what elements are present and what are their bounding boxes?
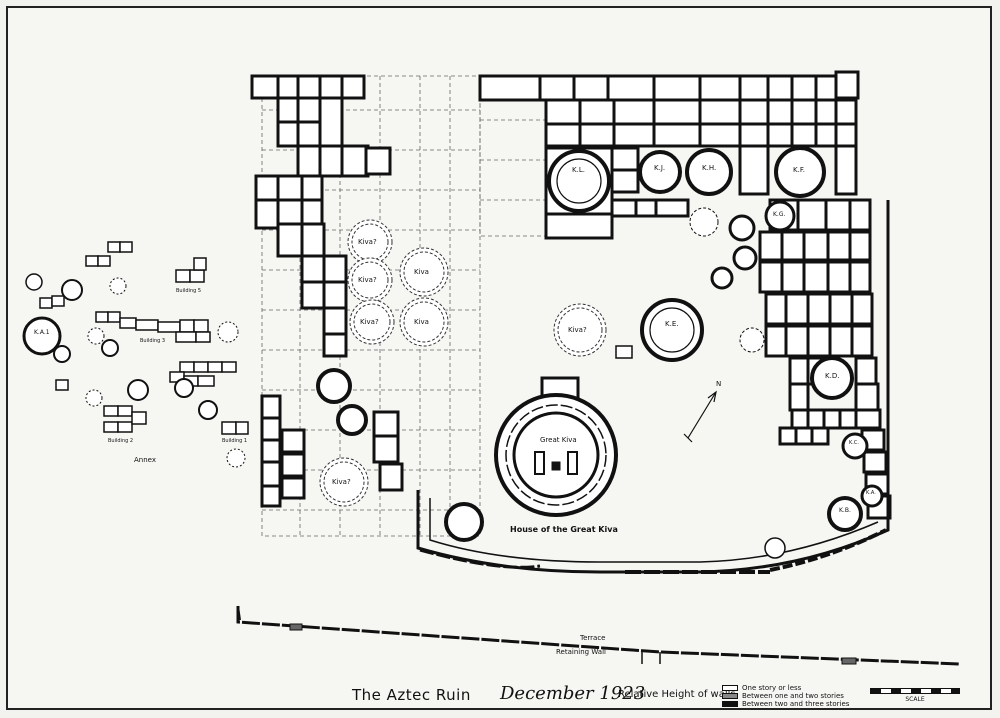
unexcavated-kivas	[319, 219, 607, 507]
label-kiva-2: Kiva	[414, 318, 429, 326]
annex-buildings	[39, 241, 249, 435]
legend-item-three-stories: Between two and three stories	[722, 700, 849, 708]
label-kiva-q-2: Kiva?	[358, 276, 377, 284]
annex-kivas	[22, 273, 246, 468]
label-building-3: Building 3	[140, 338, 165, 344]
kiva-kh	[685, 148, 733, 196]
label-kiva-ka: K.A.	[866, 490, 876, 496]
kiva-kg	[764, 200, 796, 232]
north-arrow	[683, 390, 717, 443]
label-house-of-great-kiva: House of the Great Kiva	[510, 525, 618, 534]
label-kiva-kl: K.L.	[572, 166, 585, 174]
scale-label: SCALE	[905, 696, 925, 703]
kivas	[316, 146, 884, 559]
label-retaining-wall: Retaining Wall	[556, 648, 606, 656]
label-kiva-kf: K.F.	[793, 166, 805, 174]
label-kiva-q-4: Kiva?	[332, 478, 351, 486]
scale-bar: SCALE	[870, 688, 960, 703]
kiva-kb	[827, 496, 863, 532]
label-terrace: Terrace	[579, 634, 605, 642]
legend-item-two-stories: Between one and two stories	[722, 692, 849, 700]
label-kiva-kg: K.G.	[773, 211, 785, 218]
label-kiva-kc: K.C.	[849, 440, 859, 446]
legend-label: One story or less	[742, 684, 802, 692]
west-wing-rooms	[250, 74, 404, 508]
label-kiva-kd: K.D.	[825, 372, 839, 380]
north-wing-rooms	[478, 70, 860, 240]
kiva-kf	[774, 146, 826, 198]
great-kiva	[494, 376, 618, 517]
scale-bar-graphic	[870, 688, 960, 694]
terrace-walls	[236, 605, 961, 666]
legend-label: Between two and three stories	[742, 700, 850, 708]
label-kiva-q-1: Kiva?	[358, 238, 377, 246]
kiva-ka	[860, 484, 884, 508]
label-kiva-kh: K.H.	[702, 164, 716, 172]
map-date: December 1923	[500, 683, 646, 704]
label-building-2: Building 2	[108, 438, 133, 444]
label-kiva-1: Kiva	[414, 268, 429, 276]
map-title: The Aztec Ruin	[352, 686, 471, 704]
label-kiva-q-5: Kiva?	[568, 326, 587, 334]
legend-swatch	[722, 693, 738, 699]
legend-label: Between one and two stories	[742, 692, 844, 700]
kiva-kd	[810, 356, 854, 400]
legend-swatch	[722, 685, 738, 691]
small-structure	[615, 345, 633, 359]
kiva-kj	[638, 150, 682, 194]
label-north: N	[716, 380, 721, 388]
label-great-kiva: Great Kiva	[540, 436, 577, 444]
kiva-kc	[841, 432, 869, 460]
legend-title: Relative Height of walls	[618, 689, 736, 700]
label-kiva-ke: K.E.	[665, 320, 678, 328]
label-kiva-q-3: Kiva?	[360, 318, 379, 326]
label-building-5: Building 5	[176, 288, 201, 294]
south-wall	[416, 200, 890, 574]
label-kiva-kb: K.B.	[839, 507, 851, 514]
legend: One story or less Between one and two st…	[722, 684, 849, 708]
label-kiva-kj: K.J.	[654, 164, 665, 172]
label-annex: Annex	[134, 456, 156, 464]
label-building-1: Building 1	[222, 438, 247, 444]
label-kiva-ka1: K.A.1	[34, 329, 50, 336]
legend-swatch	[722, 701, 738, 707]
legend-item-one-story: One story or less	[722, 684, 849, 692]
